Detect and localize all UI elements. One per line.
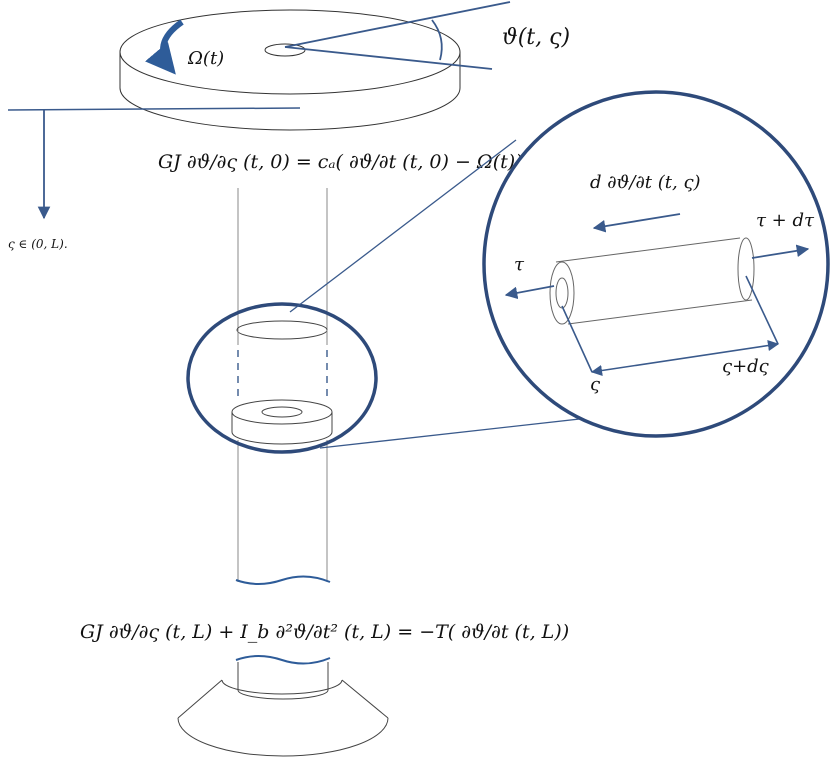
boundary-condition-top: GJ ∂ϑ/∂ς (t, 0) = cₐ( ∂ϑ/∂t (t, 0) − Ω(t… <box>158 151 523 173</box>
domain-axis <box>7 107 301 220</box>
curved-arrow-icon <box>145 19 184 75</box>
twist-angle-lines <box>284 1 511 70</box>
twist-angle-label: ϑ(t, ς) <box>502 25 570 50</box>
domain-label: ς ∈ (0, L). <box>8 237 68 251</box>
torque-right-arrow <box>751 244 810 259</box>
element-velocity-label: d ∂ϑ/∂t (t, ς) <box>590 172 701 193</box>
torque-right-label: τ + dτ <box>756 210 815 231</box>
omega-label: Ω(t) <box>187 48 224 69</box>
coordinate-left-label: ς <box>590 374 601 395</box>
section-highlight-circle <box>186 302 378 454</box>
base-load <box>177 655 389 757</box>
element-length-indicator <box>561 275 780 377</box>
coordinate-right-label: ς+dς <box>722 356 770 377</box>
shaft-element <box>549 237 755 325</box>
torque-left-label: τ <box>514 254 525 275</box>
shaft <box>231 188 333 585</box>
disk-hub <box>264 43 306 57</box>
boundary-condition-bottom: GJ ∂ϑ/∂ς (t, L) + I_b ∂²ϑ/∂t² (t, L) = −… <box>80 621 569 643</box>
element-velocity-arrow <box>592 213 681 233</box>
zoom-connector-top <box>289 139 517 313</box>
top-disk <box>119 9 461 131</box>
torque-left-arrow <box>504 285 555 300</box>
